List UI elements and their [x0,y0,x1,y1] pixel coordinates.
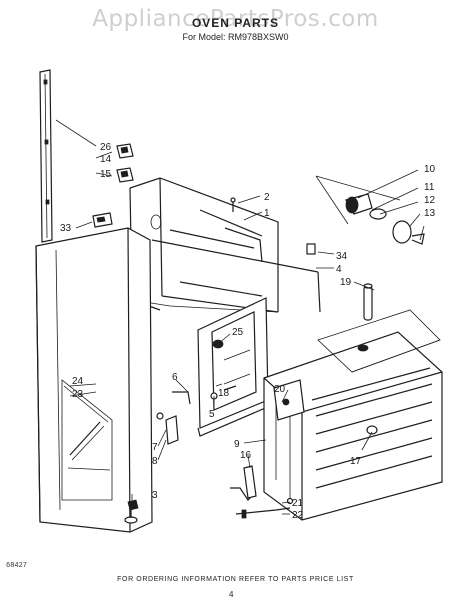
callout-12: 12 [424,195,436,206]
part-probe [363,283,373,321]
callout-6: 6 [172,372,178,383]
callout-5: 5 [209,409,215,420]
callout-1: 1 [264,208,270,219]
page-title: OVEN PARTS [191,16,280,30]
callout-7: 7 [152,442,158,453]
callout-4: 4 [336,264,342,275]
callout-26: 26 [100,142,112,153]
callout-14: 14 [100,154,112,165]
callout-2: 2 [264,192,270,203]
callout-25: 25 [232,327,244,338]
model-subtitle: For Model: RM978BXSW0 [182,32,289,42]
part-cabinet-body [35,227,321,533]
part-bracket-clip [92,212,113,228]
document-code: 68427 [6,562,28,570]
part-oven-liner [263,309,443,521]
part-trim-strip [39,69,53,243]
callout-16: 16 [240,450,252,461]
callout-20: 20 [274,384,286,395]
callout-10: 10 [424,164,436,175]
page-number: 4 [229,590,234,599]
part-control-blocks [116,143,134,183]
ordering-note: FOR ORDERING INFORMATION REFER TO PARTS … [117,576,354,583]
watermark-text: AppliancePartsPros.com [92,6,379,32]
callout-18: 18 [218,388,230,399]
part-hardware [124,197,316,524]
callout-11: 11 [424,182,435,193]
callout-8: 8 [152,456,158,467]
callout-15: 15 [100,169,112,180]
callout-9: 9 [234,439,240,450]
callout-22: 22 [292,510,304,521]
callout-13: 13 [424,208,436,219]
callout-labels: 26 14 15 33 2 1 34 4 19 25 5 18 6 24 23 … [60,142,436,521]
callout-24: 24 [72,376,84,387]
callout-3: 3 [152,490,158,501]
callout-21: 21 [292,498,304,509]
part-light-assembly [345,193,425,245]
callout-23: 23 [72,389,84,400]
leader-lines [55,119,425,515]
callout-19: 19 [340,277,352,288]
callout-17: 17 [350,456,362,467]
callout-34: 34 [336,251,348,262]
callout-33: 33 [60,223,72,234]
